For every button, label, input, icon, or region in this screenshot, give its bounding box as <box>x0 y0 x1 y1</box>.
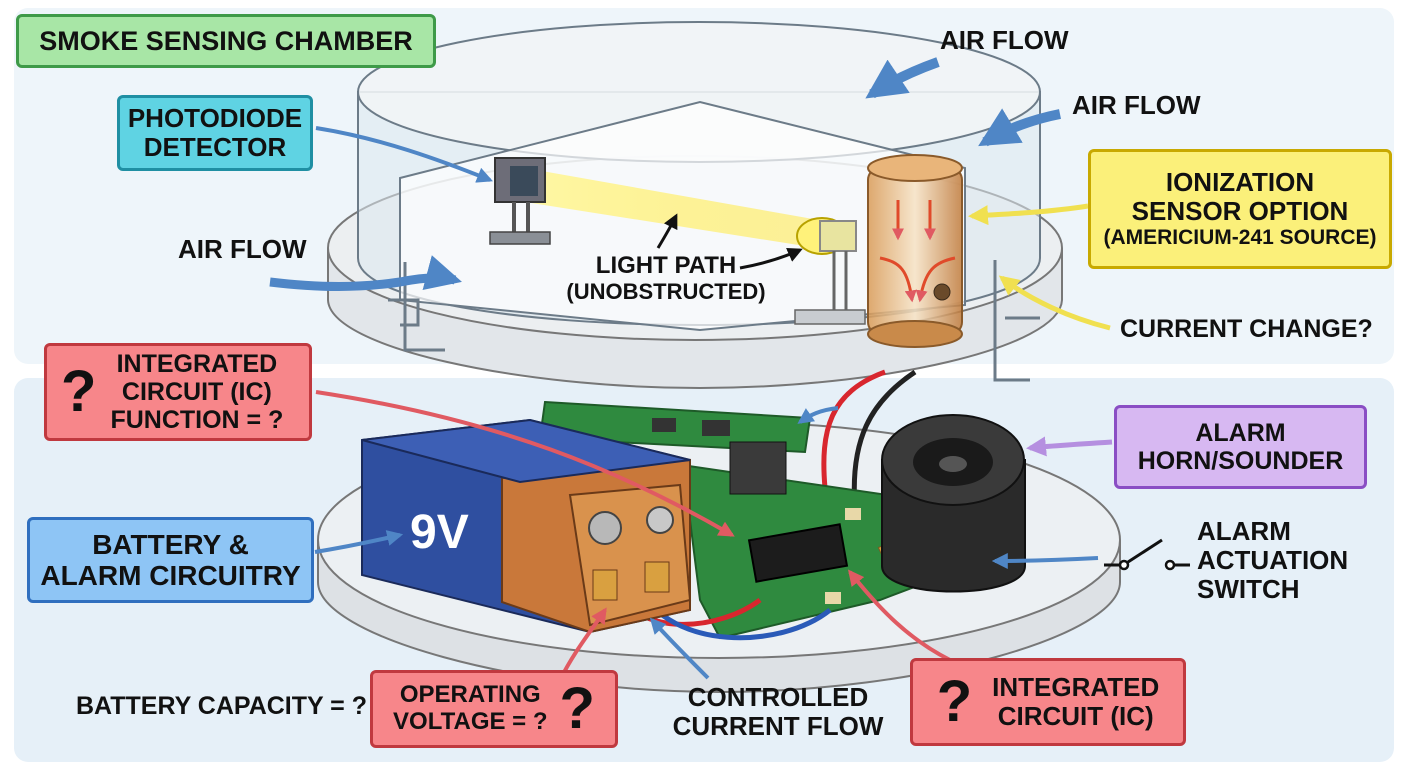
title-text: SMOKE SENSING CHAMBER <box>39 25 413 56</box>
controlled-current-label: CONTROLLED CURRENT FLOW <box>668 682 888 742</box>
ionization-line-3: (AMERICIUM-241 SOURCE) <box>1103 226 1377 250</box>
light-path-label: LIGHT PATH (UNOBSTRUCTED) <box>556 252 776 305</box>
led-emitter-icon <box>794 217 866 325</box>
operating-voltage-line-1: OPERATING <box>399 681 541 709</box>
operating-voltage-line-2: VOLTAGE = ? <box>393 708 548 735</box>
light-path-line-1: LIGHT PATH <box>595 252 737 279</box>
ic-function-line-2: CIRCUIT (IC) <box>121 378 272 406</box>
ic-callout: ? INTEGRATED CIRCUIT (IC) <box>910 658 1186 746</box>
ionization-line-2: SENSOR OPTION <box>1131 196 1349 227</box>
actuation-switch-label: ALARM ACTUATION SWITCH <box>1197 516 1349 605</box>
operating-voltage-callout: OPERATING VOLTAGE = ? ? <box>370 670 618 748</box>
horn-speaker-icon <box>881 414 1026 593</box>
ionization-chamber-icon <box>867 154 963 348</box>
alarm-horn-line-2: HORN/SOUNDER <box>1137 447 1344 475</box>
current-change-label: CURRENT CHANGE? <box>1120 315 1373 343</box>
ic-line-2: CIRCUIT (IC) <box>997 701 1154 731</box>
controlled-current-line-1: CONTROLLED <box>687 682 869 712</box>
question-mark-icon: ? <box>559 676 595 741</box>
battery-capacity-label: BATTERY CAPACITY = ? <box>76 692 368 720</box>
light-path-line-2: (UNOBSTRUCTED) <box>566 278 766 304</box>
ic-chip-icon <box>747 523 849 583</box>
battery-alarm-line-2: ALARM CIRCUITRY <box>40 560 301 591</box>
light-beam <box>525 168 830 250</box>
air-flow-left-label: AIR FLOW <box>178 234 307 264</box>
question-mark-icon: ? <box>61 359 97 424</box>
controlled-current-line-2: CURRENT FLOW <box>672 711 884 742</box>
ic-function-line-1: INTEGRATED <box>116 350 278 378</box>
battery-alarm-line-1: BATTERY & <box>92 528 249 560</box>
photodiode-callout: PHOTODIODE DETECTOR <box>117 95 313 171</box>
battery-label: 9V <box>410 506 469 559</box>
ic-line-1: INTEGRATED <box>992 671 1160 702</box>
air-flow-top-label: AIR FLOW <box>940 25 1069 55</box>
title-label: SMOKE SENSING CHAMBER <box>16 14 436 68</box>
actuation-line-2: ACTUATION <box>1197 545 1349 576</box>
question-mark-icon: ? <box>936 669 973 734</box>
ionization-callout: IONIZATION SENSOR OPTION (AMERICIUM-241 … <box>1088 149 1392 269</box>
alarm-horn-callout: ALARM HORN/SOUNDER <box>1114 405 1367 489</box>
ionization-line-1: IONIZATION <box>1165 167 1315 198</box>
air-flow-arrows <box>269 57 1061 291</box>
battery-alarm-callout: BATTERY & ALARM CIRCUITRY <box>27 517 314 603</box>
photodiode-line-2: DETECTOR <box>143 132 287 162</box>
ic-function-line-3: FUNCTION = ? <box>110 406 284 434</box>
ic-function-callout: ? INTEGRATED CIRCUIT (IC) FUNCTION = ? <box>44 343 312 441</box>
actuation-line-1: ALARM <box>1197 516 1291 546</box>
air-flow-right-label: AIR FLOW <box>1072 90 1201 120</box>
photodiode-icon <box>489 157 551 245</box>
alarm-horn-line-1: ALARM <box>1195 419 1286 447</box>
actuation-line-3: SWITCH <box>1197 574 1300 605</box>
switch-symbol-icon <box>1104 538 1190 571</box>
photodiode-line-1: PHOTODIODE <box>127 102 303 133</box>
